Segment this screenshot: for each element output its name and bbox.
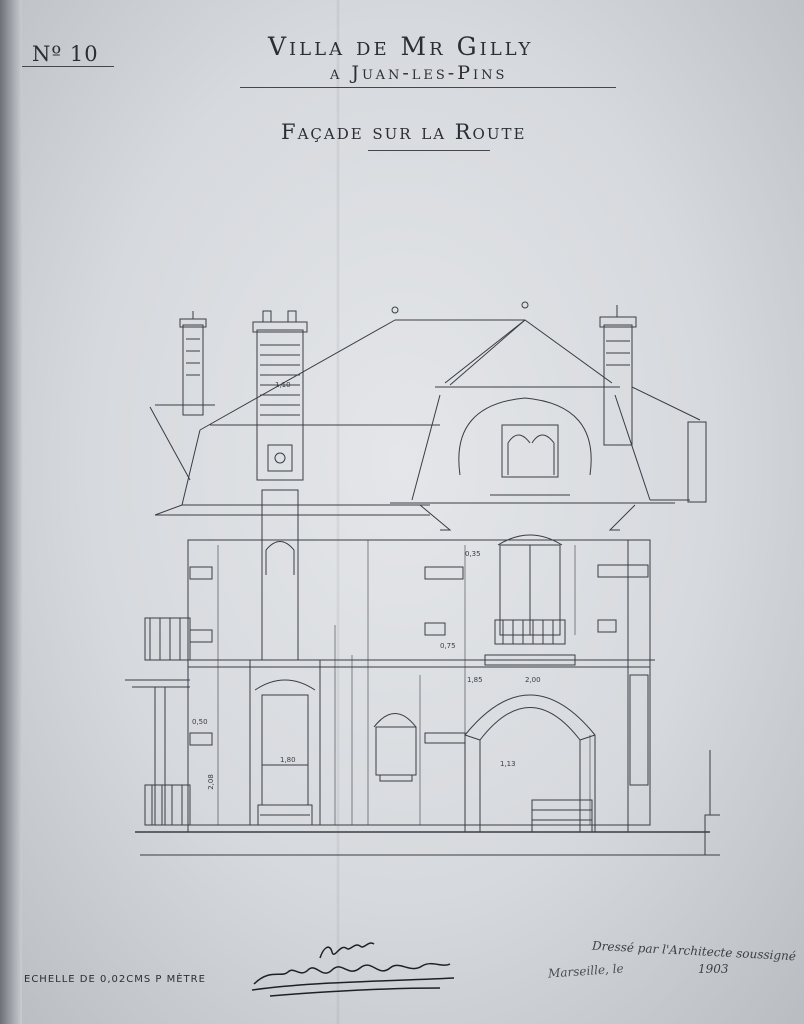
main-wall: [188, 540, 650, 832]
upper-window-balcony: [485, 535, 575, 665]
central-bay-window: [250, 660, 320, 825]
dimension-label: 0,35: [465, 550, 481, 558]
subtitle: Façade sur la Route: [281, 120, 527, 144]
small-arched-window: [374, 714, 416, 782]
plate-number-underline: [22, 66, 114, 67]
arched-entrance: [465, 695, 595, 832]
right-chimney: [600, 305, 636, 445]
central-chimney: [253, 311, 307, 660]
signature-scribble-icon: [251, 942, 455, 997]
sheet-left-edge: [0, 0, 22, 1024]
title-line-2: a Juan-les-Pins: [330, 62, 508, 84]
title-line-1: Villa de Mr Gilly: [268, 32, 534, 61]
dimension-label: 1,10: [275, 381, 291, 389]
scale-note: ECHELLE DE 0,02CMS P MÈTRE: [24, 974, 206, 985]
wall-panels: [190, 567, 465, 745]
subtitle-underline: [368, 150, 490, 151]
plate-number: Nº 10: [32, 42, 99, 66]
title-underline: [240, 87, 616, 88]
house-elevation-icon: [120, 295, 720, 865]
dimension-label: 2,08: [206, 774, 215, 790]
dimension-lines: [218, 540, 590, 825]
dimension-label: 1,13: [500, 760, 516, 768]
ground-line: [135, 750, 720, 855]
dimension-label: 0,75: [440, 642, 456, 650]
architect-note: Dressé par l'Architecte soussigné: [591, 938, 797, 964]
architect-year: 1903: [698, 962, 729, 976]
gable-dormer: [390, 302, 706, 530]
right-wing: [598, 540, 655, 825]
dimension-label: 1,80: [280, 756, 296, 764]
paper-fold-line: [336, 0, 340, 1024]
left-porch: [125, 618, 190, 825]
dimension-label: 1,85: [467, 676, 483, 684]
dimension-label: 0,50: [192, 718, 208, 726]
left-chimney: [180, 311, 206, 415]
architect-place: Marseille, le: [547, 961, 625, 981]
main-roof: [150, 307, 525, 515]
dimension-label: 2,00: [525, 676, 541, 684]
